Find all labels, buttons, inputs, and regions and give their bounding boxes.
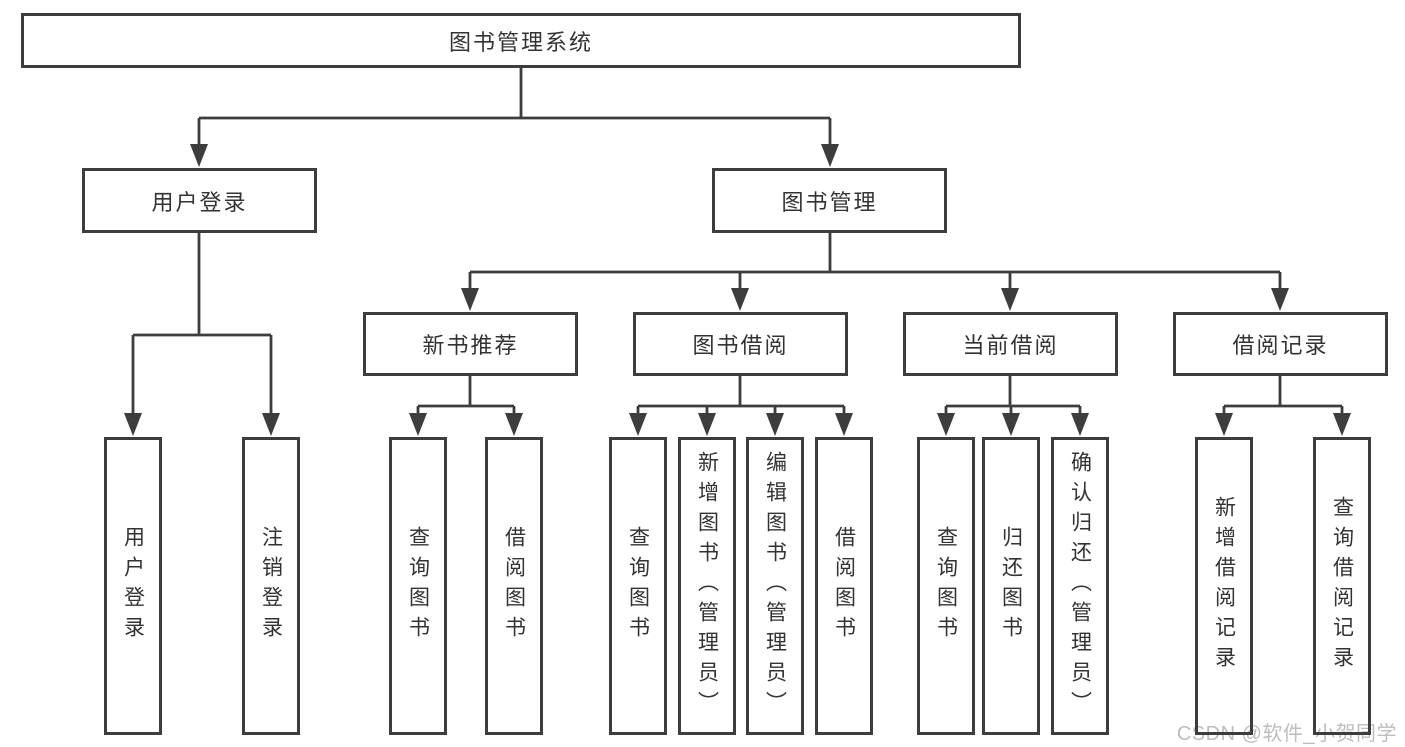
arrowheads [124, 144, 1351, 436]
leaf-borrowing-edit-admin-label: 编辑图书（管理员） [763, 451, 787, 721]
node-book-borrowing-label: 图书借阅 [692, 333, 789, 358]
leaf-borrowing-borrow: 借阅图书 [815, 437, 873, 735]
watermark: CSDN @软件_小贺同学 [1176, 723, 1397, 745]
node-borrowing-records-label: 借阅记录 [1232, 333, 1329, 358]
node-borrowing-records: 借阅记录 [1173, 312, 1388, 376]
leaf-user-login: 用户登录 [104, 437, 162, 735]
leaf-newbook-query: 查询图书 [389, 437, 447, 735]
node-book-management-label: 图书管理 [781, 189, 878, 215]
leaf-borrowing-borrow-label: 借阅图书 [832, 526, 856, 646]
node-root-label: 图书管理系统 [448, 29, 593, 55]
leaf-borrowing-add-admin-label: 新增图书（管理员） [695, 451, 719, 721]
node-book-management: 图书管理 [712, 168, 947, 233]
node-new-book-recommend: 新书推荐 [363, 312, 578, 376]
leaf-records-query: 查询借阅记录 [1313, 437, 1371, 735]
leaf-current-return: 归还图书 [982, 437, 1040, 735]
leaf-logout: 注销登录 [242, 437, 300, 735]
node-user-login-label: 用户登录 [151, 189, 248, 215]
leaf-current-return-label: 归还图书 [999, 526, 1023, 646]
leaf-newbook-borrow: 借阅图书 [485, 437, 543, 735]
node-current-borrowing-label: 当前借阅 [962, 333, 1059, 358]
leaf-borrowing-query-label: 查询图书 [626, 526, 650, 646]
leaf-user-login-label: 用户登录 [121, 526, 145, 646]
leaf-borrowing-query: 查询图书 [609, 437, 667, 735]
leaf-borrowing-edit-admin: 编辑图书（管理员） [746, 437, 804, 735]
leaf-newbook-borrow-label: 借阅图书 [502, 526, 526, 646]
leaf-records-add-label: 新增借阅记录 [1212, 496, 1236, 676]
leaf-records-add: 新增借阅记录 [1195, 437, 1253, 735]
leaf-records-query-label: 查询借阅记录 [1330, 496, 1354, 676]
leaf-borrowing-add-admin: 新增图书（管理员） [678, 437, 736, 735]
node-user-login: 用户登录 [82, 168, 317, 233]
leaf-current-confirm-admin: 确认归还（管理员） [1051, 437, 1109, 735]
node-current-borrowing: 当前借阅 [903, 312, 1118, 376]
leaf-logout-label: 注销登录 [259, 526, 283, 646]
node-book-borrowing: 图书借阅 [633, 312, 848, 376]
node-root: 图书管理系统 [21, 13, 1021, 68]
leaf-current-confirm-admin-label: 确认归还（管理员） [1068, 451, 1092, 721]
leaf-newbook-query-label: 查询图书 [406, 526, 430, 646]
node-new-book-recommend-label: 新书推荐 [422, 333, 519, 358]
leaf-current-query-label: 查询图书 [934, 526, 958, 646]
leaf-current-query: 查询图书 [917, 437, 975, 735]
